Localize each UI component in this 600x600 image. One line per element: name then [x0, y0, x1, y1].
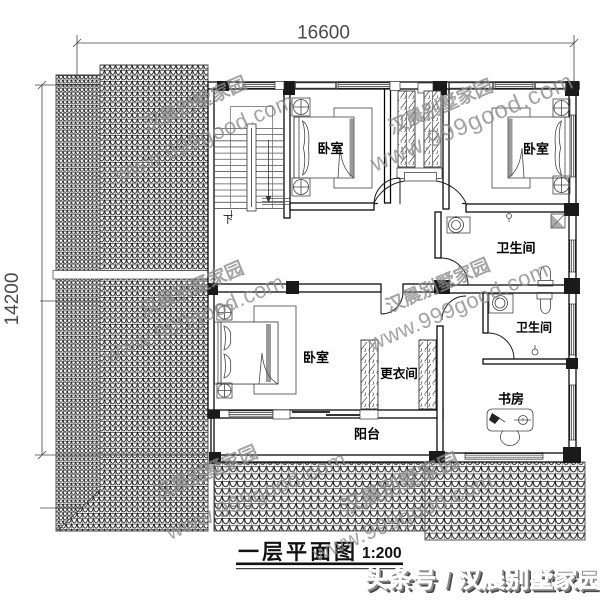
- svg-text:更衣间: 更衣间: [380, 366, 418, 381]
- svg-text:14200: 14200: [2, 273, 23, 326]
- svg-text:卫生间: 卫生间: [516, 320, 552, 335]
- svg-text:书房: 书房: [498, 392, 524, 407]
- svg-text:卫生间: 卫生间: [496, 241, 535, 256]
- svg-text:头条号 / 汉晨别墅家园: 头条号 / 汉晨别墅家园: [365, 565, 600, 592]
- svg-text:头条号 / 汉晨别墅家园: 头条号 / 汉晨别墅家园: [368, 569, 600, 596]
- svg-text:下: 下: [223, 215, 233, 226]
- svg-text:16600: 16600: [297, 23, 350, 44]
- svg-text:1:200: 1:200: [362, 545, 402, 562]
- svg-text:一层平面图: 一层平面图: [238, 541, 358, 564]
- svg-text:卧室: 卧室: [317, 141, 343, 156]
- svg-text:卧室: 卧室: [303, 350, 329, 365]
- svg-text:卧室: 卧室: [523, 142, 549, 157]
- svg-text:头条号 / 汉晨别墅家园: 头条号 / 汉晨别墅家园: [367, 567, 600, 594]
- svg-text:阳台: 阳台: [354, 427, 380, 442]
